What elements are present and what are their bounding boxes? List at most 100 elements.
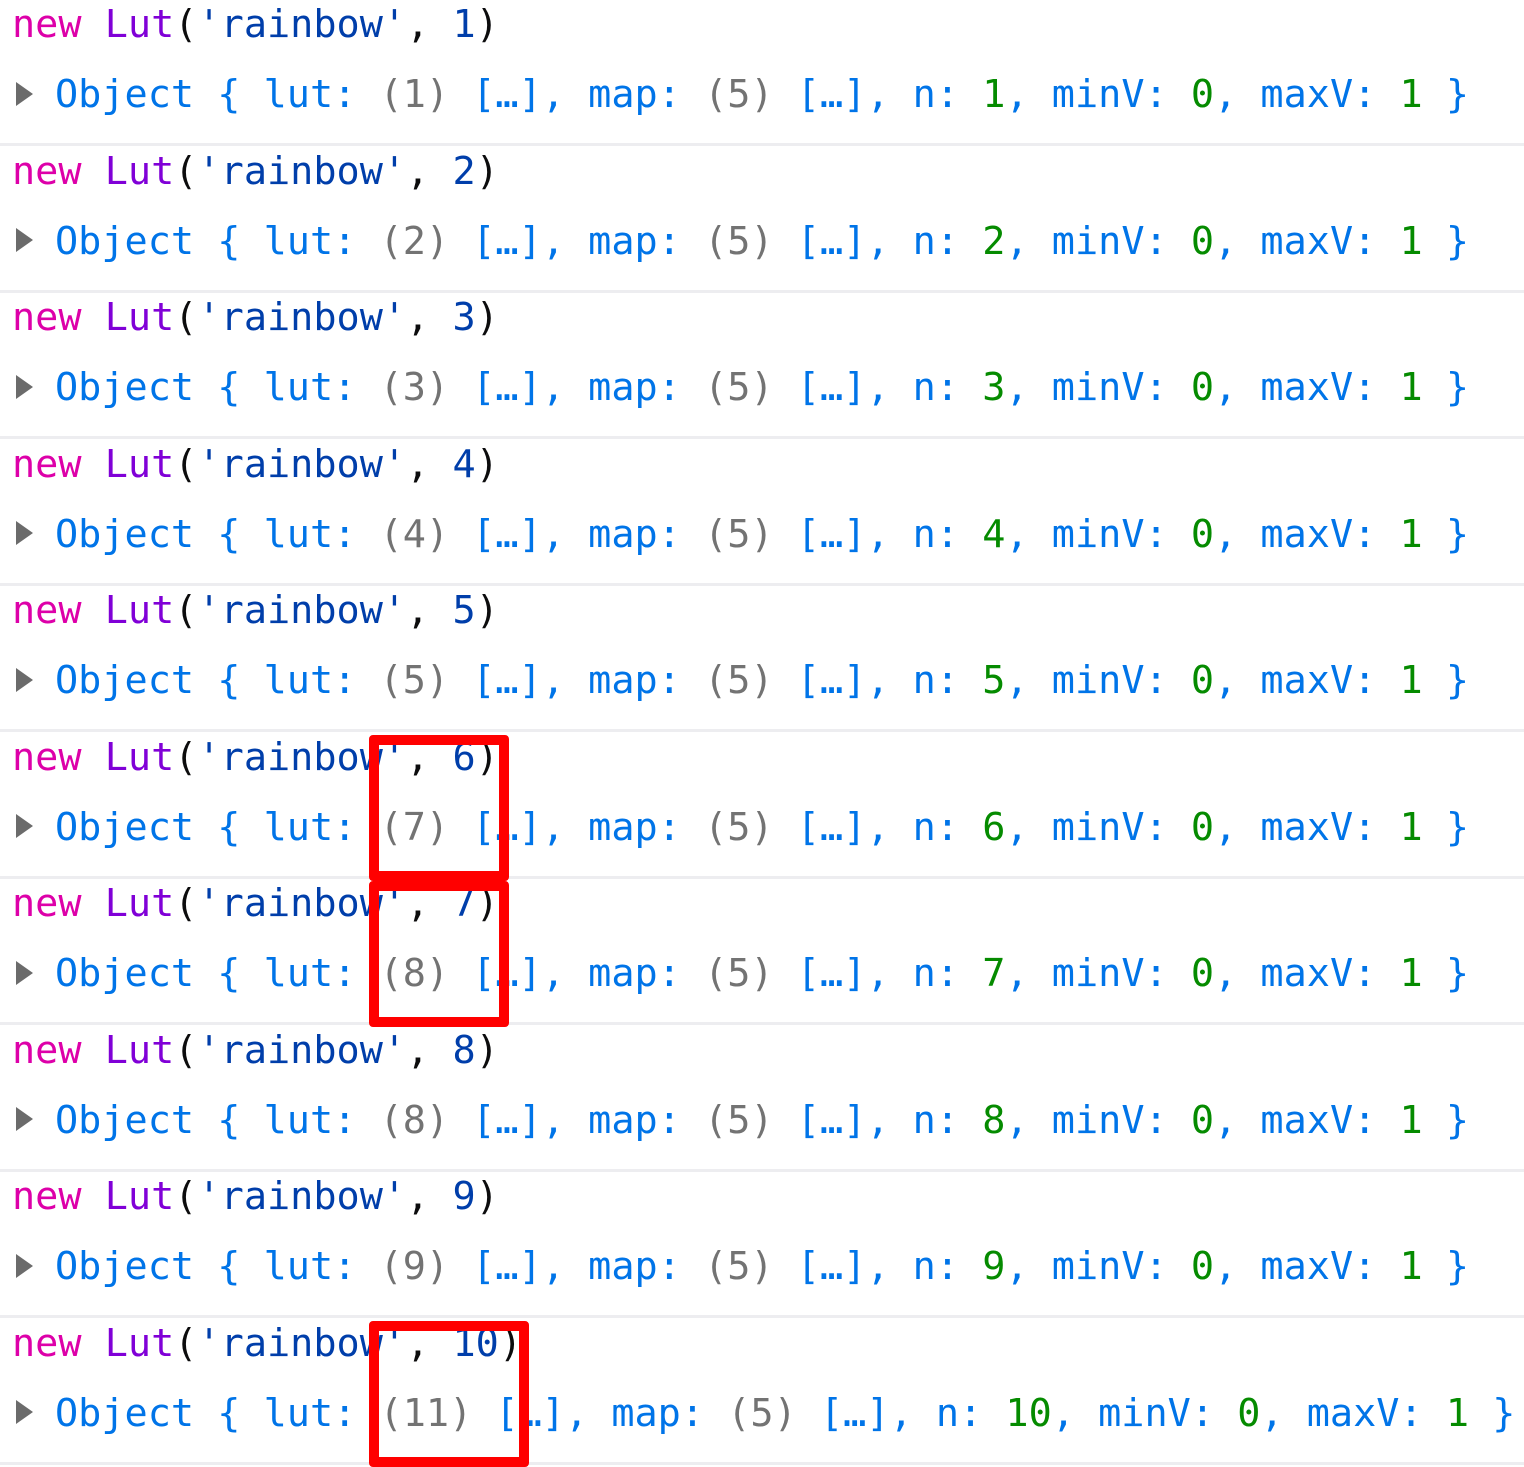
console-result-line[interactable]: Object { lut: (9) […], map: (5) […], n: … <box>16 1244 1469 1290</box>
console-result-line[interactable]: Object { lut: (8) […], map: (5) […], n: … <box>16 951 1469 997</box>
close-paren: ) <box>475 1027 499 1073</box>
maxV-value: 1 <box>1399 72 1423 117</box>
lut-array-preview[interactable]: […] <box>472 1390 565 1436</box>
map-array-preview[interactable]: […] <box>773 218 867 264</box>
minV-value: 0 <box>1237 1390 1261 1436</box>
expand-triangle-icon[interactable] <box>16 1253 33 1278</box>
console-result-line[interactable]: Object { lut: (1) […], map: (5) […], n: … <box>16 72 1469 118</box>
maxV-value: 1 <box>1399 511 1423 557</box>
brace-open: { <box>194 218 264 264</box>
close-paren: ) <box>475 148 499 194</box>
minV-key: , minV: <box>1005 218 1191 264</box>
brace-close: } <box>1422 72 1470 117</box>
console-result-line[interactable]: Object { lut: (5) […], map: (5) […], n: … <box>16 658 1469 704</box>
brace-open: { <box>194 365 264 410</box>
map-array-preview[interactable]: […] <box>773 511 867 557</box>
class-name: Lut <box>104 295 175 340</box>
string-arg: 'rainbow' <box>197 1027 407 1073</box>
console-result-line[interactable]: Object { lut: (4) […], map: (5) […], n: … <box>16 512 1469 558</box>
console-input-line: new Lut('rainbow', 8) <box>12 1028 499 1074</box>
object-label[interactable]: Object <box>55 1097 195 1143</box>
keyword-new: new <box>12 295 82 340</box>
lut-array-preview[interactable]: […] <box>449 658 542 703</box>
lut-array-preview[interactable]: […] <box>449 1244 542 1289</box>
string-arg: 'rainbow' <box>197 588 407 633</box>
console-entry: new Lut('rainbow', 5) Object { lut: (5) … <box>0 586 1524 732</box>
map-array-preview[interactable]: […] <box>773 365 867 410</box>
console-result-line[interactable]: Object { lut: (8) […], map: (5) […], n: … <box>16 1098 1469 1144</box>
string-arg: 'rainbow' <box>197 2 407 47</box>
maxV-key: , maxV: <box>1214 511 1400 557</box>
minV-value: 0 <box>1190 804 1215 850</box>
lut-array-preview[interactable]: […] <box>449 365 542 410</box>
maxV-value: 1 <box>1399 218 1423 264</box>
map-array-preview[interactable]: […] <box>773 1097 867 1143</box>
object-label[interactable]: Object <box>55 658 195 703</box>
object-label[interactable]: Object <box>55 365 195 410</box>
map-array-preview[interactable]: […] <box>796 1390 890 1436</box>
expand-triangle-icon[interactable] <box>16 1107 33 1131</box>
highlight-box <box>369 734 509 881</box>
expand-triangle-icon[interactable] <box>16 1400 33 1424</box>
brace-open: { <box>194 804 264 850</box>
lut-array-preview[interactable]: […] <box>449 511 542 557</box>
lut-key: lut: <box>263 951 380 996</box>
object-label[interactable]: Object <box>55 72 195 117</box>
map-length: (5) <box>704 1244 774 1289</box>
n-value: 4 <box>982 511 1006 557</box>
maxV-key: , maxV: <box>1260 1390 1446 1436</box>
lut-length: (8) <box>379 1097 450 1143</box>
brace-open: { <box>194 658 264 703</box>
expand-triangle-icon[interactable] <box>16 374 33 399</box>
brace-open: { <box>194 72 264 117</box>
n-key: , n: <box>866 218 983 264</box>
map-array-preview[interactable]: […] <box>773 72 867 117</box>
expand-triangle-icon[interactable] <box>16 81 33 106</box>
console-input-line: new Lut('rainbow', 3) <box>12 295 499 341</box>
expand-triangle-icon[interactable] <box>16 228 33 252</box>
n-value: 10 <box>1005 1390 1052 1436</box>
open-paren: ( <box>174 2 198 47</box>
close-paren: ) <box>475 2 499 47</box>
close-paren: ) <box>475 1174 499 1219</box>
map-array-preview[interactable]: […] <box>773 951 867 996</box>
map-array-preview[interactable]: […] <box>773 658 867 703</box>
class-name: Lut <box>104 2 175 47</box>
console-result-line[interactable]: Object { lut: (3) […], map: (5) […], n: … <box>16 365 1469 411</box>
class-name: Lut <box>104 441 175 487</box>
expand-triangle-icon[interactable] <box>16 814 33 838</box>
open-paren: ( <box>174 588 198 633</box>
expand-triangle-icon[interactable] <box>16 667 33 692</box>
n-key: , n: <box>866 951 983 996</box>
expand-triangle-icon[interactable] <box>16 521 33 545</box>
expand-triangle-icon[interactable] <box>16 960 33 985</box>
minV-value: 0 <box>1190 1097 1215 1143</box>
console-result-line[interactable]: Object { lut: (2) […], map: (5) […], n: … <box>16 219 1469 265</box>
map-array-preview[interactable]: […] <box>773 1244 867 1289</box>
string-arg: 'rainbow' <box>197 295 407 340</box>
maxV-key: , maxV: <box>1214 1244 1400 1289</box>
number-arg: 3 <box>452 295 476 340</box>
lut-array-preview[interactable]: […] <box>449 72 542 117</box>
number-arg: 8 <box>452 1027 476 1073</box>
n-key: , n: <box>866 1244 983 1289</box>
object-label[interactable]: Object <box>55 1390 195 1436</box>
keyword-new: new <box>12 1174 82 1219</box>
keyword-new: new <box>12 148 82 194</box>
minV-key: , minV: <box>1051 1390 1238 1436</box>
n-key: , n: <box>866 365 983 410</box>
maxV-key: , maxV: <box>1214 365 1400 410</box>
lut-array-preview[interactable]: […] <box>449 1097 542 1143</box>
object-label[interactable]: Object <box>55 1244 195 1289</box>
lut-array-preview[interactable]: […] <box>449 218 542 264</box>
minV-value: 0 <box>1190 951 1215 996</box>
object-label[interactable]: Object <box>55 511 195 557</box>
comma: , <box>406 1027 453 1073</box>
map-array-preview[interactable]: […] <box>773 804 867 850</box>
lut-key: lut: <box>263 804 380 850</box>
console-result-line[interactable]: Object { lut: (7) […], map: (5) […], n: … <box>16 805 1469 851</box>
object-label[interactable]: Object <box>55 951 195 996</box>
console-result-line[interactable]: Object { lut: (11) […], map: (5) […], n:… <box>16 1391 1515 1437</box>
object-label[interactable]: Object <box>55 804 195 850</box>
object-label[interactable]: Object <box>55 218 195 264</box>
